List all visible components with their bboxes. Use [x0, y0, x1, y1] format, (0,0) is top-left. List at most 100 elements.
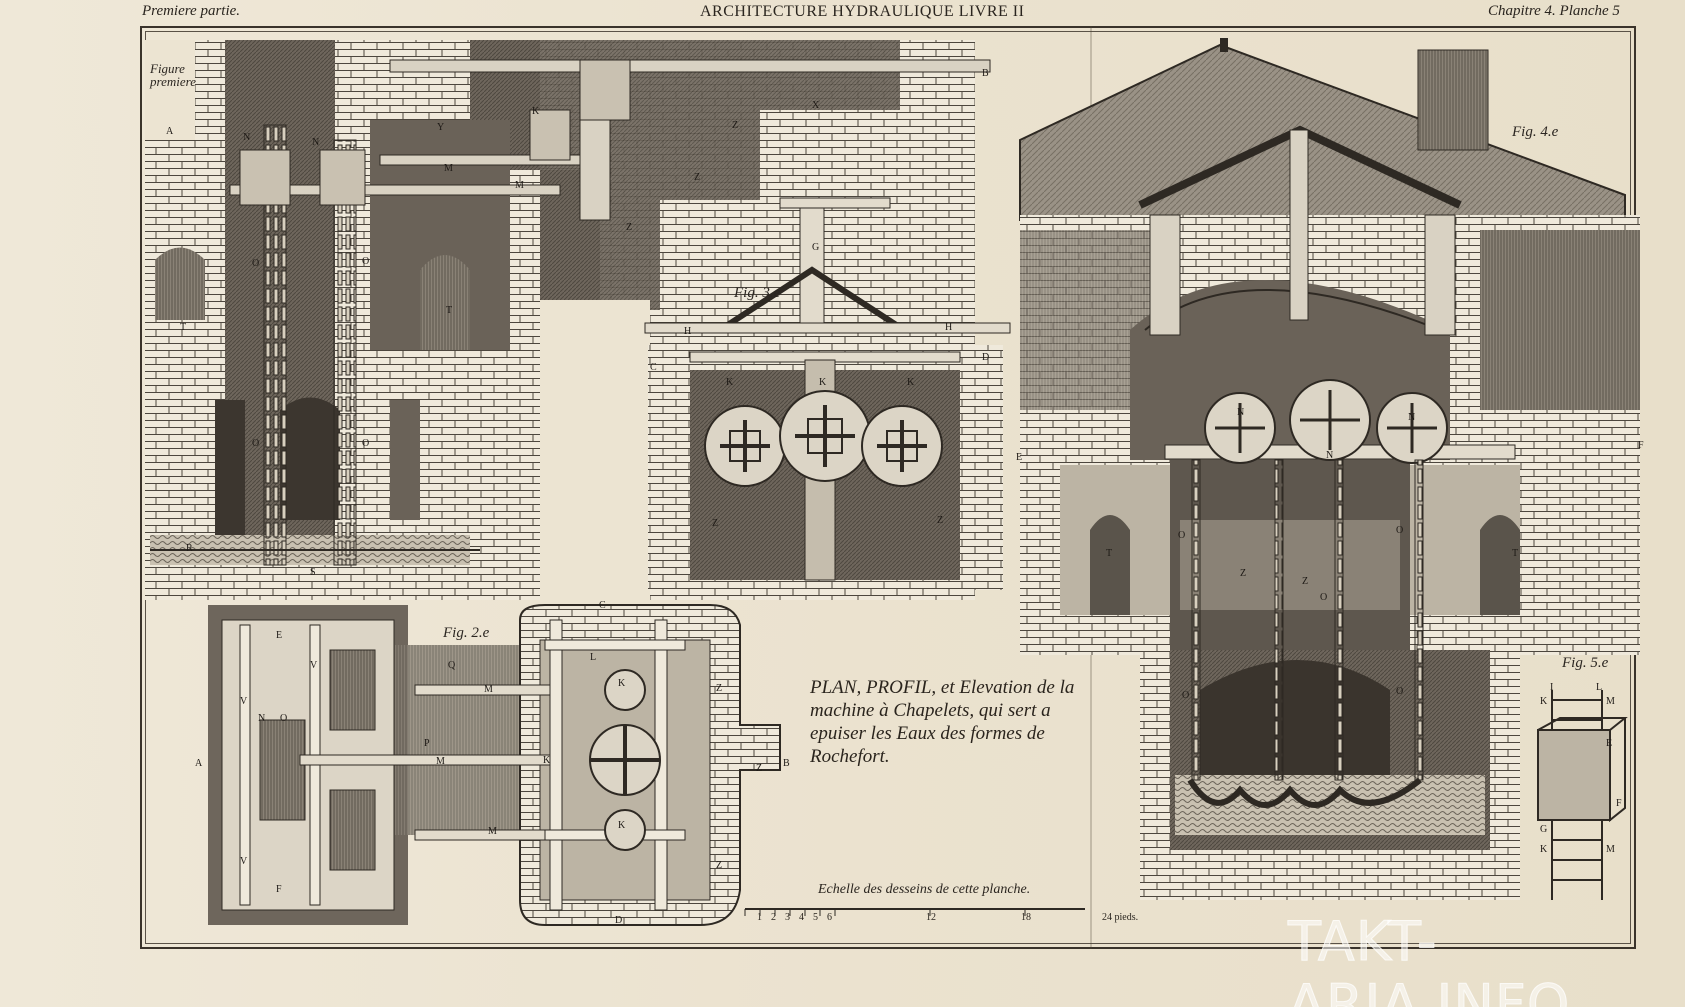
scale-tick: 3 — [785, 912, 790, 923]
key-letter: Q — [448, 660, 456, 671]
key-letter: D — [615, 915, 623, 926]
key-letter: N — [1408, 412, 1416, 423]
key-letter: Z — [732, 120, 739, 131]
key-letter: O — [1396, 525, 1404, 536]
key-letter: O — [1320, 592, 1328, 603]
key-letter: O — [1182, 690, 1190, 701]
key-letter: D — [982, 352, 990, 363]
key-letter: F — [276, 884, 282, 895]
key-letter: C — [650, 362, 657, 373]
key-letter: F — [1638, 440, 1644, 451]
figure-5-label: Fig. 5.e — [1562, 655, 1609, 671]
key-letter: K — [726, 377, 734, 388]
key-letter: M — [488, 826, 497, 837]
key-letter: M — [436, 756, 445, 767]
key-letter: Z — [756, 763, 763, 774]
key-letter: E — [276, 630, 283, 641]
scale-tick: 5 — [813, 912, 818, 923]
plate-caption: PLAN, PROFIL, et Elevation de la machine… — [810, 677, 1075, 767]
key-letter: I — [1550, 682, 1554, 693]
key-letter: Z — [1302, 576, 1309, 587]
figure-1-section — [145, 40, 991, 600]
scale-tick: 2 — [771, 912, 776, 923]
key-letter: N — [1237, 407, 1245, 418]
key-letter: T — [1106, 548, 1113, 559]
key-letter: B — [982, 68, 989, 79]
figure-3-label: Fig. 3.e — [734, 285, 781, 301]
key-letter: K — [543, 755, 551, 766]
key-letter: S — [310, 567, 316, 578]
scale-tick: 6 — [827, 912, 832, 923]
key-letter: T — [446, 305, 453, 316]
key-letter: X — [812, 100, 820, 111]
key-letter: B — [783, 758, 790, 769]
figure-4-section — [1019, 38, 1640, 900]
key-letter: N — [1326, 450, 1334, 461]
key-letter: N — [243, 132, 251, 143]
key-letter: H — [945, 322, 953, 333]
header-right: Chapitre 4. Planche 5 — [1488, 3, 1620, 19]
scale-tick: 4 — [799, 912, 804, 923]
key-letter: M — [515, 180, 524, 191]
key-letter: C — [599, 600, 606, 611]
figure-3-section — [644, 197, 1011, 590]
key-letter: A — [195, 758, 203, 769]
key-letter: N — [258, 713, 266, 724]
key-letter: Z — [626, 222, 633, 233]
key-letter: A — [166, 126, 174, 137]
key-letter: G — [1540, 824, 1548, 835]
key-letter: M — [1606, 696, 1615, 707]
scale-bar — [744, 908, 1085, 916]
key-letter: K — [618, 678, 626, 689]
key-letter: M — [1606, 844, 1615, 855]
key-letter: G — [812, 242, 820, 253]
key-letter: O — [362, 256, 370, 267]
key-letter: O — [362, 438, 370, 449]
key-letter: K — [532, 106, 540, 117]
key-letter: Z — [716, 683, 723, 694]
key-letter: K — [618, 820, 626, 831]
figure-4-label: Fig. 4.e — [1512, 124, 1559, 140]
header-left: Premiere partie. — [142, 3, 241, 19]
key-letter: K — [819, 377, 827, 388]
key-letter: O — [252, 438, 260, 449]
figure-1-label: Figure premiere — [150, 61, 196, 89]
key-letter: M — [444, 163, 453, 174]
header-center: ARCHITECTURE HYDRAULIQUE LIVRE II — [700, 3, 1025, 20]
key-letter: N — [312, 137, 320, 148]
figure-5-section — [1537, 690, 1628, 900]
key-letter: O — [280, 713, 288, 724]
key-letter: O — [252, 258, 260, 269]
key-letter: L — [1596, 682, 1603, 693]
scale-label: Echelle des desseins de cette planche. — [818, 882, 1031, 897]
key-letter: V — [310, 660, 318, 671]
key-letter: O — [1396, 686, 1404, 697]
key-letter: Z — [694, 172, 701, 183]
key-letter: O — [1178, 530, 1186, 541]
key-letter: V — [240, 856, 248, 867]
key-letter: Z — [937, 515, 944, 526]
key-letter: T — [180, 322, 187, 333]
key-letter: Z — [712, 518, 719, 529]
key-letter: K — [907, 377, 915, 388]
scale-tick: 18 — [1021, 912, 1031, 923]
key-letter: Y — [437, 122, 445, 133]
scale-tick: 12 — [926, 912, 936, 923]
key-letter: K — [1540, 844, 1548, 855]
key-letter: L — [590, 652, 597, 663]
scale-tick: 1 — [757, 912, 762, 923]
figure-2-section — [208, 604, 781, 926]
watermark: TAKT-ARIA.INFO — [1288, 910, 1571, 1007]
key-letter: T — [1512, 548, 1519, 559]
key-letter: F — [1616, 798, 1622, 809]
key-letter: H — [684, 326, 692, 337]
key-letter: E — [1016, 452, 1023, 463]
figure-2-label: Fig. 2.e — [443, 625, 490, 641]
key-letter: M — [484, 684, 493, 695]
scale-tick: 24 pieds. — [1102, 912, 1139, 923]
key-letter: P — [424, 738, 430, 749]
key-letter: R — [186, 543, 193, 554]
key-letter: K — [1540, 696, 1548, 707]
